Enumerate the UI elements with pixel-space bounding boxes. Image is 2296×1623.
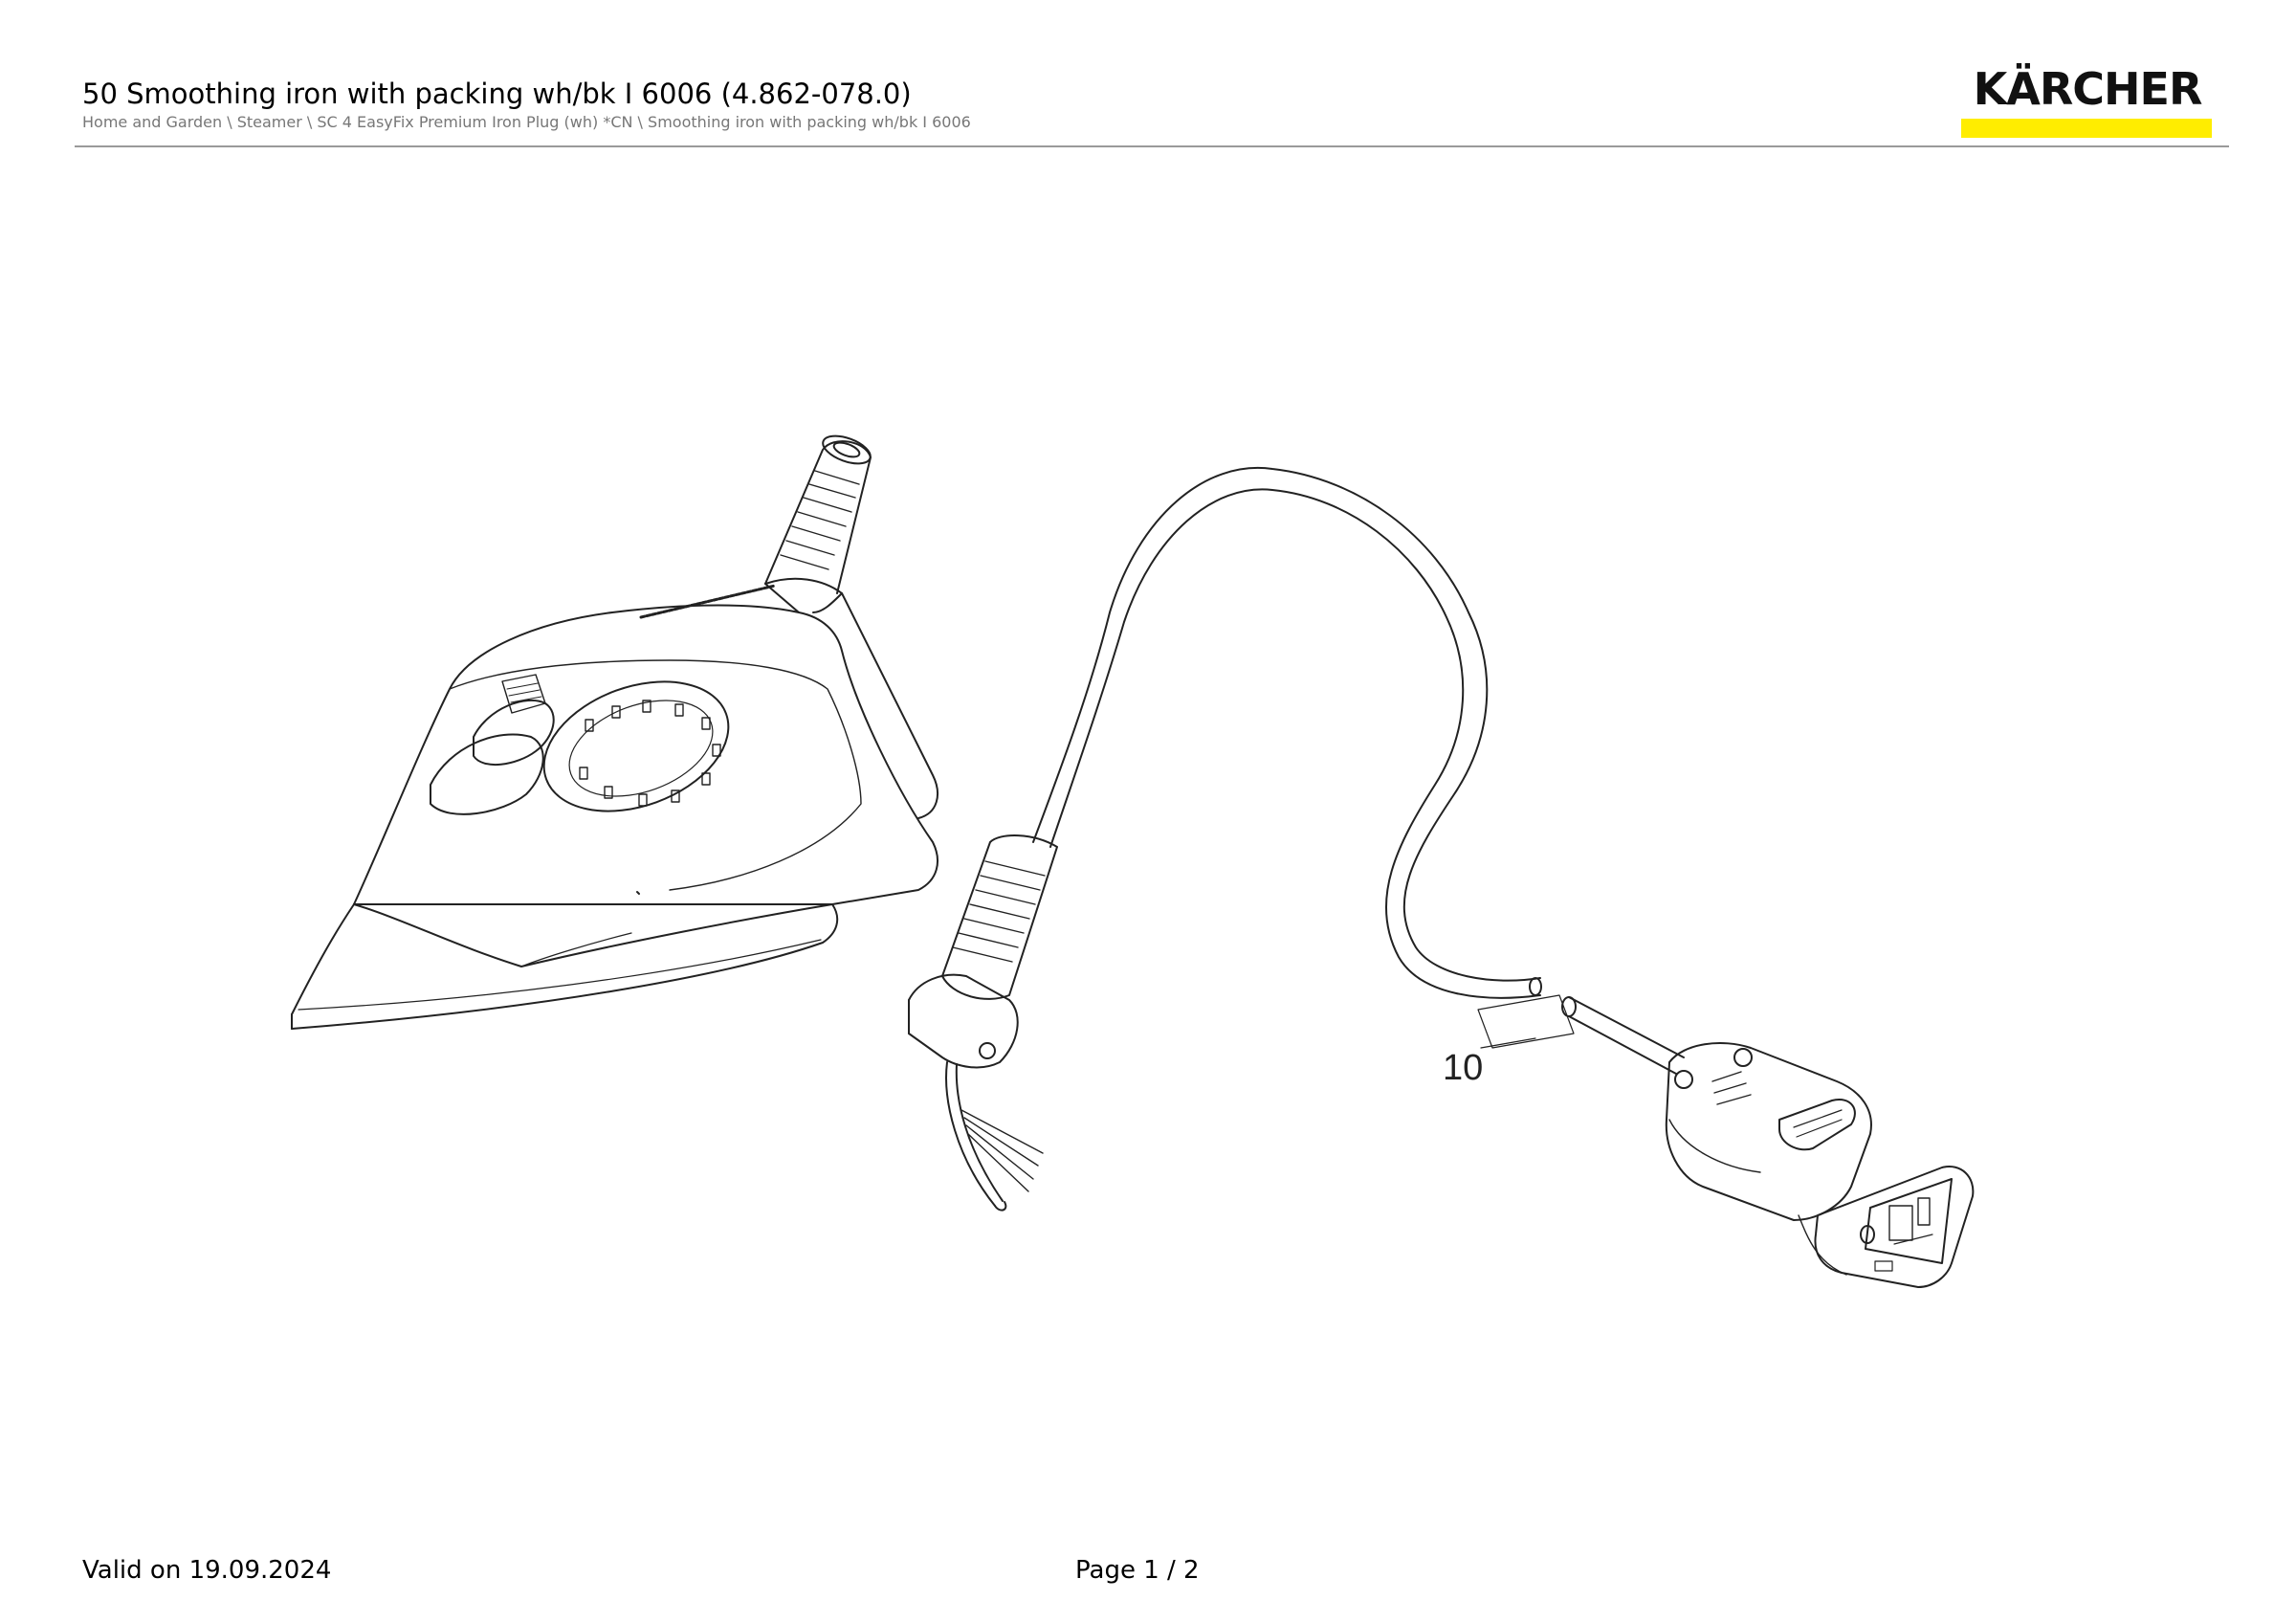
breadcrumb[interactable]: Home and Garden \ Steamer \ SC 4 EasyFix… [82,113,971,131]
smoothing-iron-illustration [291,434,938,1030]
logo-wordmark: KÄRCHER [1973,63,2203,115]
karcher-logo: KÄRCHER [1961,65,2214,138]
header-divider [75,145,2229,147]
power-plug-illustration [1561,996,1975,1288]
page-number: Page 1 / 2 [1075,1556,1200,1585]
power-cable-illustration [908,466,1542,1212]
page-title: 50 Smoothing iron with packing wh/bk I 6… [82,78,912,110]
valid-on-date: Valid on 19.09.2024 [82,1556,332,1585]
logo-yellow-bar [1961,119,2212,138]
callout-label-10: 10 [1443,1048,1483,1088]
callout-10: 10 [1443,994,1575,1088]
